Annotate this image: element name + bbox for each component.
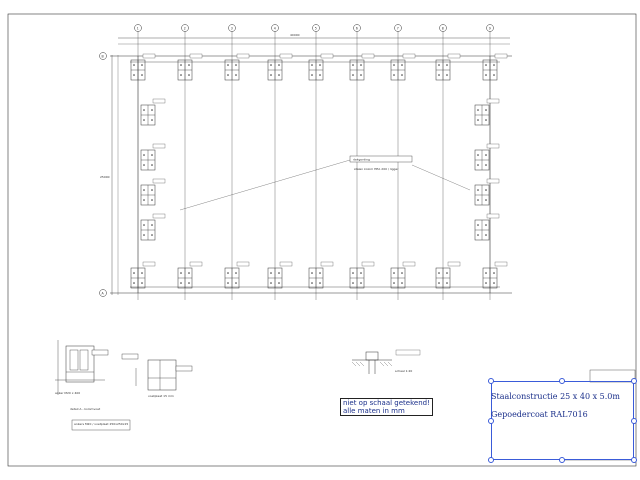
column-bottom-1 (130, 261, 156, 289)
column-top-1 (130, 53, 156, 81)
resize-handle-bottom-middle[interactable] (559, 457, 565, 463)
column-bottom-2 (177, 261, 203, 289)
column-bottom-3 (224, 261, 250, 289)
dimensions-text: alle maten in mm (343, 407, 405, 415)
grid-bubble-3 (228, 24, 236, 32)
top-dimension-text: 40000 (290, 33, 300, 37)
grid-bubbles: 1 2 3 4 5 6 7 8 9 (134, 24, 494, 32)
resize-handle-top-right[interactable] (631, 378, 637, 384)
column-symbols (130, 53, 508, 289)
leader-right (411, 164, 471, 191)
column-top-3 (224, 53, 250, 81)
grid-label-9: 9 (489, 26, 491, 30)
anchor-detail: schaal 1:20 (351, 349, 421, 374)
column-left-2 (140, 143, 166, 171)
column-right-4 (474, 213, 500, 241)
selected-text-frame[interactable]: Staalconstructie 25 x 40 x 5.0m Gepoeder… (488, 378, 637, 463)
sheet-border (7, 13, 637, 467)
detail-note-1: anker M20 x 400 (55, 391, 80, 395)
grid-label-2: 2 (184, 26, 186, 30)
grid-label-6: 6 (356, 26, 358, 30)
title-strip (589, 369, 636, 383)
grid-bubble-1 (134, 24, 142, 32)
vertical-grid-lines (137, 30, 491, 300)
title-line-2[interactable]: Gepoedercoat RAL7016 (491, 410, 588, 419)
column-top-5 (308, 53, 334, 81)
grid-label-1: 1 (137, 26, 139, 30)
resize-handle-top-left[interactable] (488, 378, 494, 384)
not-to-scale-text: niet op schaal getekend! (343, 399, 430, 407)
resize-handle-bottom-left[interactable] (488, 457, 494, 463)
center-label: dakgording (353, 158, 370, 162)
column-bottom-7 (390, 261, 416, 289)
column-top-2 (177, 53, 203, 81)
grid-label-4: 4 (274, 26, 276, 30)
detail-drawing-2: voetplaat 15 mm (121, 353, 193, 398)
column-bottom-5 (308, 261, 334, 289)
column-bottom-6 (349, 261, 375, 289)
column-top-7 (390, 53, 416, 81)
center-sublabel: stalen kolom HEA 200 / ligger (354, 167, 399, 171)
column-bottom-8 (435, 261, 461, 289)
grid-label-A: A (102, 292, 105, 296)
column-top-6 (349, 53, 375, 81)
legend-line-1: detail A - kolomvoet (70, 407, 101, 411)
column-left-4 (140, 213, 166, 241)
column-right-3 (474, 178, 500, 206)
resize-handle-top-middle[interactable] (559, 378, 565, 384)
title-line-1[interactable]: Staalconstructie 25 x 40 x 5.0m (491, 392, 620, 401)
column-top-4 (267, 53, 293, 81)
resize-handle-bottom-right[interactable] (631, 457, 637, 463)
resize-handle-middle-right[interactable] (631, 418, 637, 424)
grid-bubble-5 (312, 24, 320, 32)
grid-bubble-4 (271, 24, 279, 32)
left-dimension-text: 25000 (100, 175, 110, 179)
grid-label-8: 8 (442, 26, 444, 30)
column-right-1 (474, 98, 500, 126)
center-label-box (349, 155, 413, 163)
column-left-1 (140, 98, 166, 126)
grid-bubble-2 (181, 24, 189, 32)
column-bottom-4 (267, 261, 293, 289)
grid-label-B: B (102, 55, 104, 59)
detail-note-3: schaal 1:20 (395, 369, 412, 373)
grid-label-5: 5 (315, 26, 317, 30)
legend-line-2: ankers M20 / voetplaat 250x250x15 (74, 422, 128, 426)
grid-label-3: 3 (231, 26, 233, 30)
column-top-9 (482, 53, 508, 81)
column-top-8 (435, 53, 461, 81)
leader-left (179, 159, 351, 211)
detail-drawing-1: anker M20 x 400 (55, 340, 109, 395)
grid-bubble-6 (353, 24, 361, 32)
grid-bubble-9 (486, 24, 494, 32)
column-bottom-9 (482, 261, 508, 289)
legend-box (71, 419, 131, 431)
column-right-2 (474, 143, 500, 171)
grid-bubble-8 (439, 24, 447, 32)
detail-note-2: voetplaat 15 mm (148, 394, 174, 398)
grid-bubble-7 (394, 24, 402, 32)
grid-bubble-A (99, 289, 107, 297)
column-left-3 (140, 178, 166, 206)
grid-bubble-B (99, 52, 107, 60)
resize-handle-middle-left[interactable] (488, 418, 494, 424)
not-to-scale-note: niet op schaal getekend! alle maten in m… (340, 398, 433, 416)
grid-label-7: 7 (397, 26, 399, 30)
